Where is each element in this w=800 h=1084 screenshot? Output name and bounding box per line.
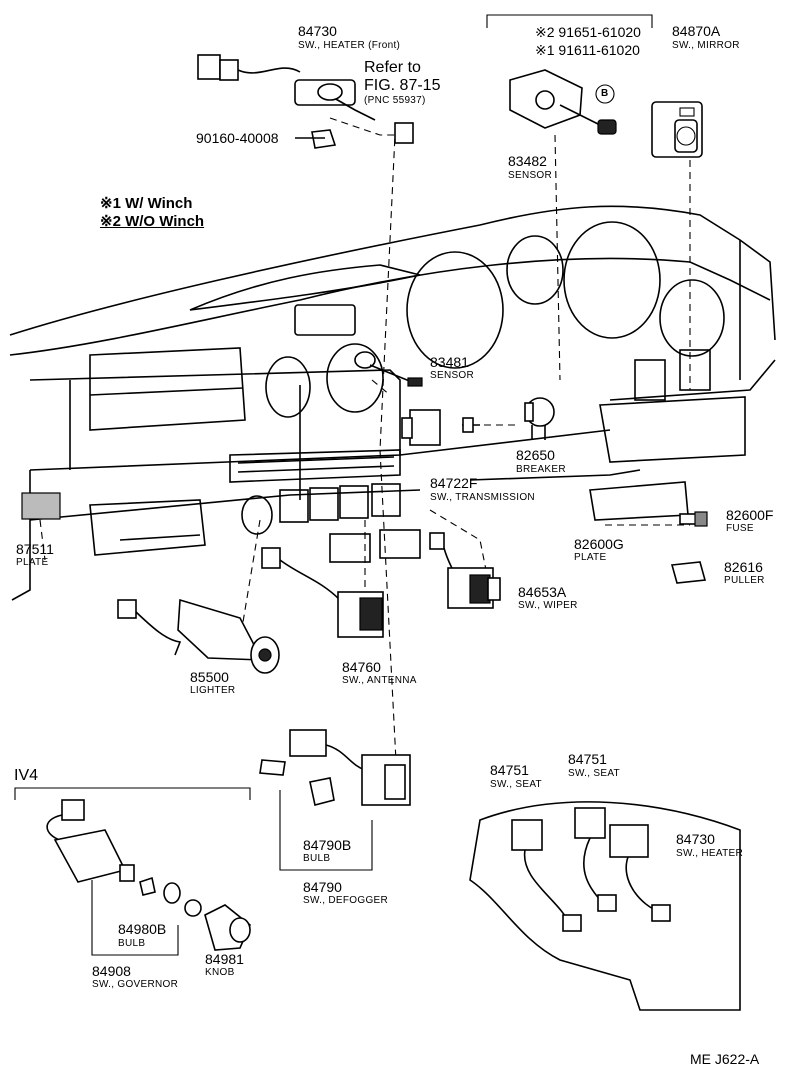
part-84751b-name: SW., SEAT: [568, 768, 620, 779]
figure-code: ME J622-A: [690, 1051, 760, 1067]
bracket-part-a: ※2 91651-61020: [535, 24, 641, 40]
part-84653a-name: SW., WIPER: [518, 600, 578, 611]
part-84760-number: 84760: [342, 659, 381, 675]
part-84981-number: 84981: [205, 951, 244, 967]
part-82650-number: 82650: [516, 447, 555, 463]
part-84790b-number: 84790B: [303, 837, 352, 853]
puller-part: [670, 561, 707, 584]
part-85500-number: 85500: [190, 669, 229, 685]
part-82616-number: 82616: [724, 559, 763, 575]
part-84751a-number: 84751: [490, 762, 529, 778]
part-84790-name: SW., DEFOGGER: [303, 895, 389, 906]
part-84870a-name: SW., MIRROR: [672, 40, 740, 51]
part-87511-name: PLATE: [16, 557, 49, 568]
top-bracket-line: [486, 14, 653, 28]
instrument-gauges: [265, 221, 725, 418]
breaker-part: [524, 397, 555, 440]
sensor-83482-part: [509, 69, 617, 135]
part-84980b-number: 84980B: [118, 921, 167, 937]
part-82600f-number: 82600F: [726, 507, 774, 523]
part-84730-top-name: SW., HEATER (Front): [298, 40, 401, 51]
part-84870a-number: 84870A: [672, 23, 721, 39]
part-84981-name: KNOB: [205, 967, 235, 978]
dashboard-outline: [9, 205, 776, 601]
part-84751b-number: 84751: [568, 751, 607, 767]
part-84790b-name: BULB: [303, 853, 331, 864]
screw-90160-part: [295, 129, 337, 149]
part-83481-number: 83481: [430, 354, 469, 370]
part-82600g-name: PLATE: [574, 552, 607, 563]
part-82650-name: BREAKER: [516, 464, 566, 475]
part-85500-name: LIGHTER: [190, 685, 236, 696]
part-82600f-name: FUSE: [726, 523, 754, 534]
wiper-switch-part: [429, 532, 501, 609]
heater-switch-front-part: [197, 54, 414, 144]
part-90160-number: 90160-40008: [196, 130, 279, 146]
transmission-switch-part: [401, 409, 480, 446]
leader-lines: [39, 117, 691, 801]
part-83482-name: SENSOR: [508, 170, 553, 181]
part-84722f-name: SW., TRANSMISSION: [430, 492, 535, 503]
legend-w-winch: ※1 W/ Winch: [100, 195, 193, 212]
part-84730-bot-name: SW., HEATER: [676, 848, 744, 859]
refer-line-3: (PNC 55937): [364, 95, 426, 106]
sensor-83481-part: [354, 351, 423, 387]
part-84908-number: 84908: [92, 963, 131, 979]
part-84980b-name: BULB: [118, 938, 146, 949]
part-82600g-number: 82600G: [574, 536, 624, 552]
part-84760-name: SW., ANTENNA: [342, 675, 417, 686]
refer-line-1: Refer to: [364, 59, 421, 76]
engine-label: IV4: [14, 767, 39, 784]
lighter-part: [117, 598, 280, 674]
part-87511-number: 87511: [16, 541, 54, 557]
seat-console-part: [469, 801, 741, 1011]
legend-wo-winch: ※2 W/O Winch: [100, 213, 205, 230]
part-84751a-name: SW., SEAT: [490, 779, 542, 790]
part-82616-name: PULLER: [724, 575, 765, 586]
bracket-part-b: ※1 91611-61020: [535, 42, 640, 58]
governor-section: [14, 787, 251, 956]
part-84653a-number: 84653A: [518, 584, 567, 600]
antenna-switch-part: [261, 547, 384, 638]
part-84730-bot-number: 84730: [676, 831, 715, 847]
part-84722f-number: 84722F: [430, 475, 478, 491]
part-84730-top-number: 84730: [298, 23, 337, 39]
fuse-part: [679, 511, 708, 527]
part-83482-number: 83482: [508, 153, 547, 169]
part-83481-name: SENSOR: [430, 370, 475, 381]
plate-87511-part: [21, 492, 61, 520]
part-84908-name: SW., GOVERNOR: [92, 979, 179, 990]
refer-line-2: FIG. 87-15: [364, 77, 441, 94]
circle-b-label: B: [601, 88, 609, 99]
part-84790-number: 84790: [303, 879, 342, 895]
defogger-switch-part: [259, 729, 411, 871]
mirror-switch-part: [651, 101, 703, 158]
